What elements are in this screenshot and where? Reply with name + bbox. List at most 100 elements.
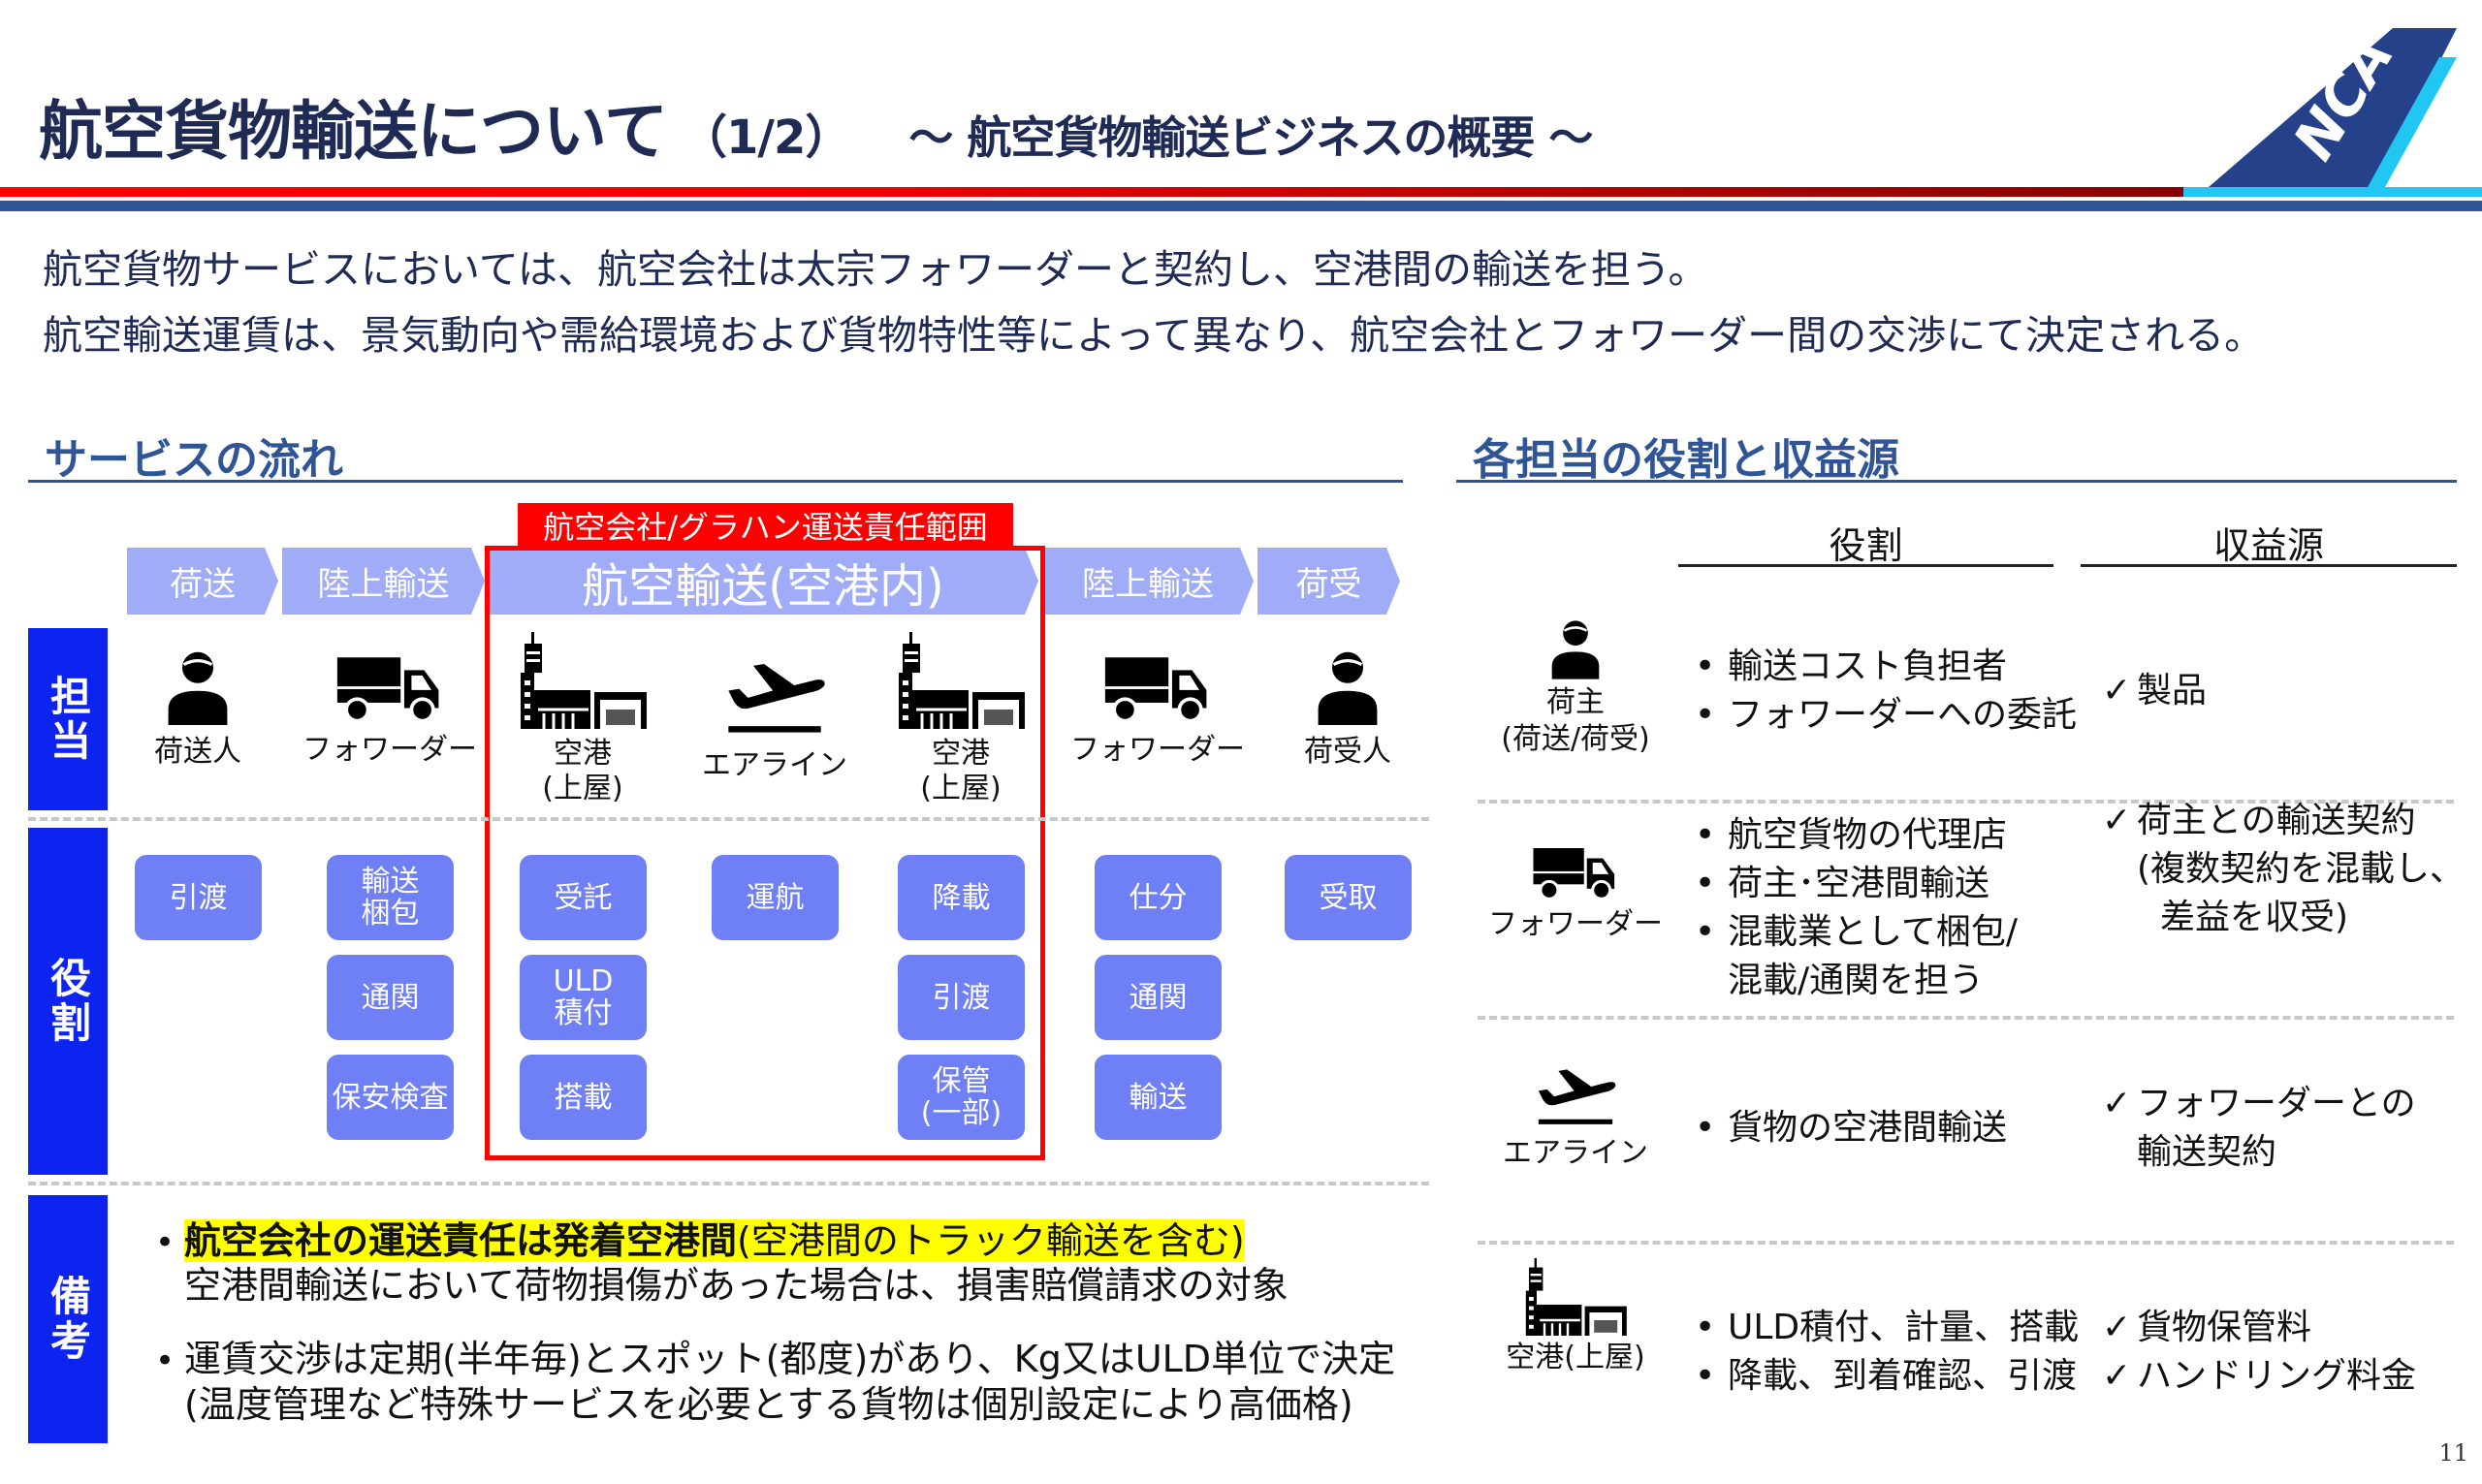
actor-label: 荷送人 xyxy=(154,735,241,769)
role-item: 荷主･空港間輸送 xyxy=(1695,860,2018,908)
role-button[interactable]: ULD 積付 xyxy=(520,955,647,1040)
airport-icon xyxy=(893,632,1029,729)
intro-line-2: 航空輸送運賃は、景気動向や需給環境および貨物特性等によって異なり、航空会社とフォ… xyxy=(43,312,2265,359)
page-title: 航空貨物輸送について（1/2）～ 航空貨物輸送ビジネスの概要 ～ xyxy=(39,79,1593,173)
role-button[interactable]: 搭載 xyxy=(520,1055,647,1140)
note-2-line-2: (温度管理など特殊サービスを必要とする貨物は個別設定により高価格) xyxy=(184,1383,1353,1426)
actor-label: フォワーダー xyxy=(1070,733,1245,767)
person-icon xyxy=(1544,616,1607,680)
check-icon: ✓ xyxy=(2102,1084,2132,1123)
actor-5: フォワーダー xyxy=(1070,651,1245,768)
stage-land-transport-2: 陸上輸送 xyxy=(1042,548,1254,615)
role-button[interactable]: 保管 (一部) xyxy=(898,1055,1025,1140)
side-label-actors: 担当 xyxy=(28,628,108,810)
truck-icon xyxy=(1103,651,1212,725)
role-row-label: 荷主 (荷送/荷受) xyxy=(1501,685,1650,757)
revenue-item: ✓ハンドリング料金 xyxy=(2102,1352,2416,1401)
revenue-item: ✓荷主との輸送契約 xyxy=(2102,797,2465,845)
revenue-list: ✓製品 xyxy=(2102,667,2207,715)
actor-3: エアライン xyxy=(687,651,862,783)
actor-1: フォワーダー xyxy=(302,651,477,768)
role-item: 貨物の空港間輸送 xyxy=(1695,1104,2007,1152)
role-button[interactable]: 引渡 xyxy=(898,955,1025,1040)
check-icon: ✓ xyxy=(2102,670,2132,710)
role-button[interactable]: 降載 xyxy=(898,855,1025,940)
role-button[interactable]: 運航 xyxy=(712,855,839,940)
note-highlight: 航空会社の運送責任は発着空港間 xyxy=(184,1219,738,1262)
check-icon: ✓ xyxy=(2102,800,2132,840)
revenue-item: ✓フォワーダーとの xyxy=(2102,1080,2416,1128)
bullet: • xyxy=(155,1223,175,1262)
intro-line-1: 航空貨物サービスにおいては、航空会社は太宗フォワーダーと契約し、空港間の輸送を担… xyxy=(43,246,1708,293)
row-divider xyxy=(1478,1016,2454,1020)
role-button[interactable]: 受託 xyxy=(520,855,647,940)
role-row-label: 空港(上屋) xyxy=(1506,1341,1645,1374)
role-item: フォワーダーへの委託 xyxy=(1695,691,2077,740)
revenue-text: 製品 xyxy=(2137,670,2208,710)
roles-heading: 各担当の役割と収益源 xyxy=(1473,435,1899,485)
stage-land-transport: 陸上輸送 xyxy=(282,548,485,615)
role-row-label: フォワーダー xyxy=(1488,906,1663,941)
check-icon: ✓ xyxy=(2102,1356,2132,1396)
actor-label: エアライン xyxy=(702,748,847,782)
revenue-item-cont: 差益を収受) xyxy=(2160,897,2349,937)
actor-0: 荷送人 xyxy=(111,646,285,770)
role-row-icon: 空港(上屋) xyxy=(1479,1258,1672,1376)
revenue-text: 貨物保管料 xyxy=(2137,1308,2312,1347)
role-button[interactable]: 受取 xyxy=(1285,855,1412,940)
role-button[interactable]: 通関 xyxy=(1095,955,1222,1040)
role-list: 航空貨物の代理店荷主･空港間輸送混載業として梱包/混載/通関を担う xyxy=(1695,811,2018,1005)
truck-icon xyxy=(1532,843,1619,902)
role-row-icon: エアライン xyxy=(1479,1059,1672,1172)
role-button[interactable]: 保安検査 xyxy=(327,1055,454,1140)
roles-heading-rule xyxy=(1456,480,2457,483)
actor-4: 空港 (上屋) xyxy=(874,632,1048,806)
responsibility-range-box xyxy=(485,546,1045,1160)
title-subtitle: ～ 航空貨物輸送ビジネスの概要 ～ xyxy=(908,111,1593,164)
role-item: 輸送コスト負担者 xyxy=(1695,643,2077,691)
title-main: 航空貨物輸送について xyxy=(39,94,668,169)
role-button[interactable]: 通関 xyxy=(327,955,454,1040)
flow-heading: サービスの流れ xyxy=(45,435,343,485)
role-button[interactable]: 仕分 xyxy=(1095,855,1222,940)
revenue-item: ✓貨物保管料 xyxy=(2102,1304,2416,1352)
col-header-rule xyxy=(1678,564,2053,567)
nca-logo: NCA xyxy=(2209,28,2457,187)
role-item: 混載業として梱包/ xyxy=(1695,908,2018,957)
stage-receiving: 荷受 xyxy=(1257,548,1400,615)
divider xyxy=(28,1182,1429,1185)
revenue-item-cont: (複数契約を混載し、 xyxy=(2137,848,2466,889)
role-row-label: エアライン xyxy=(1503,1135,1648,1170)
role-button[interactable]: 輸送 梱包 xyxy=(327,855,454,940)
revenue-list: ✓貨物保管料✓ハンドリング料金 xyxy=(2102,1304,2416,1401)
side-label-roles: 役割 xyxy=(28,828,108,1175)
page-number: 11 xyxy=(2438,1439,2468,1467)
revenue-item-cont: 輸送契約 xyxy=(2137,1132,2277,1172)
note-1-line-1: 航空会社の運送責任は発着空港間(空港間のトラック輸送を含む) xyxy=(184,1218,1245,1263)
role-item: 航空貨物の代理店 xyxy=(1695,811,2018,860)
stage-shipping: 荷送 xyxy=(127,548,278,615)
role-button[interactable]: 引渡 xyxy=(135,855,262,940)
note-1-line-2: 空港間輸送において荷物損傷があった場合は、損害賠償請求の対象 xyxy=(184,1264,1289,1307)
row-divider xyxy=(1478,1241,2454,1245)
note-2-line-1: 運賃交渉は定期(半年毎)とスポット(都度)があり、Kg又はULD単位で決定 xyxy=(184,1338,1396,1380)
airport-icon xyxy=(1521,1258,1630,1336)
col-header-rule xyxy=(2081,564,2457,567)
revenue-text: フォワーダーとの xyxy=(2137,1084,2416,1123)
role-item: 降載、到着確認、引渡 xyxy=(1695,1352,2079,1401)
col-header-revenue: 収益源 xyxy=(2212,524,2324,567)
role-list: 貨物の空港間輸送 xyxy=(1695,1104,2007,1152)
actor-label: フォワーダー xyxy=(302,733,477,767)
responsibility-range-label: 航空会社/グラハン運送責任範囲 xyxy=(518,503,1013,548)
col-header-role: 役割 xyxy=(1829,524,1903,567)
check-icon: ✓ xyxy=(2102,1308,2132,1347)
role-list: 輸送コスト負担者フォワーダーへの委託 xyxy=(1695,643,2077,740)
actor-2: 空港 (上屋) xyxy=(495,632,670,806)
stage-air-transport: 航空輸送(空港内) xyxy=(488,548,1038,615)
divider xyxy=(28,817,1429,821)
role-button[interactable]: 輸送 xyxy=(1095,1055,1222,1140)
header-blue-rule xyxy=(0,201,2482,211)
role-item-cont: 混載/通関を担う xyxy=(1728,960,1985,1000)
revenue-list: ✓フォワーダーとの輸送契約 xyxy=(2102,1080,2416,1177)
row-divider xyxy=(1478,800,2454,804)
